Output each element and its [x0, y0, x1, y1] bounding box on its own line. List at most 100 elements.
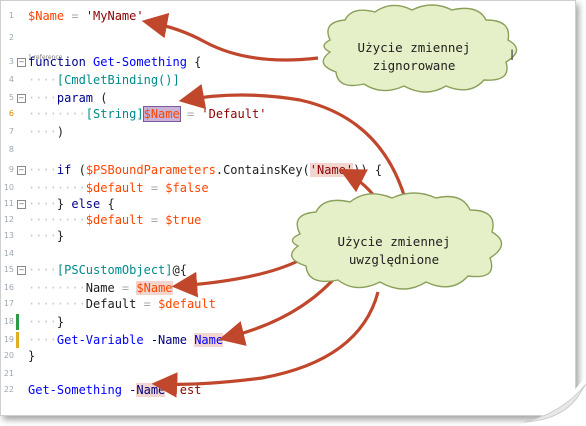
- whitespace-marker: ····: [28, 263, 57, 277]
- code-line[interactable]: ····}: [28, 314, 64, 330]
- line-number: 11: [3, 199, 14, 208]
- code-token: -Name: [143, 333, 195, 347]
- line-number: 12: [3, 215, 14, 224]
- code-line[interactable]: ········Name = $Name: [28, 280, 173, 296]
- code-token: .ContainsKey(: [215, 163, 310, 177]
- code-line[interactable]: ····[CmdletBinding()]: [28, 72, 180, 88]
- whitespace-marker: ········: [28, 107, 86, 121]
- line-number: 8: [8, 145, 14, 154]
- code-line[interactable]: ····param (: [28, 90, 107, 106]
- code-line[interactable]: ····): [28, 124, 64, 140]
- code-token: }: [56, 315, 65, 329]
- code-token: $PSBoundParameters: [85, 163, 216, 177]
- code-token: {: [100, 197, 115, 211]
- code-token: Get-Something: [93, 55, 187, 69]
- arrow-to-param-name: [178, 83, 412, 219]
- fold-toggle-icon[interactable]: −: [17, 94, 26, 103]
- whitespace-marker: ····: [28, 315, 57, 329]
- whitespace-marker: ········: [28, 297, 86, 311]
- line-number: 1: [8, 11, 14, 20]
- code-line[interactable]: $Name = 'MyName': [28, 8, 144, 24]
- whitespace-marker: ····: [28, 229, 57, 243]
- codelens-reference[interactable]: 1 reference: [28, 54, 63, 61]
- fold-toggle-icon[interactable]: −: [17, 58, 26, 67]
- code-line[interactable]: ····} else {: [28, 196, 115, 212]
- code-token: }: [28, 349, 36, 363]
- code-token: Name: [194, 333, 224, 347]
- code-token: =: [114, 281, 137, 295]
- code-token: =: [143, 181, 166, 195]
- arrow-to-line1-variable: [141, 12, 319, 62]
- code-token: [String]: [85, 107, 144, 121]
- arrow-to-call-name: [151, 291, 380, 398]
- code-token: [PSCustomObject]: [56, 263, 173, 277]
- code-token: =: [143, 213, 166, 227]
- callout-ignored-line2: zignorowane: [373, 58, 456, 73]
- change-marker: [16, 332, 19, 348]
- text-cursor-icon: I: [510, 48, 514, 64]
- whitespace-marker: ········: [28, 213, 86, 227]
- code-token: Get-Something: [28, 383, 122, 397]
- whitespace-marker: ····: [28, 197, 57, 211]
- fold-toggle-icon[interactable]: −: [17, 200, 26, 209]
- arrow-to-getvariable-name: [218, 270, 342, 346]
- code-line[interactable]: ········Default = $default: [28, 296, 216, 312]
- code-token: }: [56, 197, 72, 211]
- line-number: 6: [8, 109, 14, 118]
- code-token: Get-Variable: [56, 333, 144, 347]
- code-line[interactable]: }: [28, 348, 35, 364]
- code-token: (: [71, 163, 86, 177]
- code-line[interactable]: ····}: [28, 228, 64, 244]
- whitespace-marker: ········: [28, 281, 86, 295]
- code-line[interactable]: function Get-Something {: [28, 54, 201, 70]
- code-token: $Name: [28, 9, 65, 23]
- whitespace-marker: ····: [28, 73, 57, 87]
- code-token: 'MyName': [85, 9, 144, 23]
- code-line[interactable]: ········[String]$Name = 'Default': [28, 106, 266, 122]
- code-line[interactable]: ····Get-Variable -Name Name: [28, 332, 224, 348]
- callout-cloud-used: Użycie zmiennej uwzględnione: [290, 192, 503, 290]
- code-line[interactable]: ········$default = $false: [28, 180, 209, 196]
- whitespace-marker: ····: [28, 163, 57, 177]
- code-token: (: [93, 91, 108, 105]
- line-number: 10: [3, 183, 14, 192]
- code-token: =: [64, 9, 86, 23]
- code-token: =: [136, 297, 159, 311]
- line-number: 7: [8, 127, 14, 136]
- code-token: $Name: [136, 281, 173, 295]
- line-number: 14: [3, 249, 14, 258]
- change-marker: [16, 314, 19, 330]
- line-number: 22: [3, 385, 14, 394]
- code-token: function: [28, 55, 86, 69]
- code-token: $default: [85, 213, 144, 227]
- page-curl: [516, 376, 586, 426]
- code-token: $true: [165, 213, 202, 227]
- code-token: param: [56, 91, 94, 105]
- line-number: 21: [3, 369, 14, 378]
- fold-toggle-icon[interactable]: −: [17, 166, 26, 175]
- whitespace-marker: ····: [28, 125, 57, 139]
- line-number: 17: [3, 299, 14, 308]
- line-number: 3: [8, 57, 14, 66]
- code-token: Default: [85, 297, 137, 311]
- code-token: if: [56, 163, 72, 177]
- code-token: {: [186, 55, 202, 69]
- code-token: -: [121, 383, 137, 397]
- line-number: 4: [8, 75, 14, 84]
- code-token: =: [179, 107, 202, 121]
- code-token: Test: [172, 383, 202, 397]
- callout-cloud-ignored: Użycie zmiennej zignorowane I: [322, 4, 518, 93]
- whitespace-marker: ········: [28, 181, 86, 195]
- fold-toggle-icon[interactable]: −: [17, 266, 26, 275]
- whitespace-marker: ····: [28, 91, 57, 105]
- code-token: 'Default': [201, 107, 267, 121]
- code-token: $default: [158, 297, 216, 311]
- callout-used-line1: Użycie zmiennej: [338, 234, 451, 249]
- code-line[interactable]: ········$default = $true: [28, 212, 201, 228]
- code-token: $Name: [142, 106, 181, 122]
- callout-used-line2: uwzględnione: [349, 252, 439, 267]
- line-number: 9: [8, 165, 14, 174]
- line-number: 5: [8, 93, 14, 102]
